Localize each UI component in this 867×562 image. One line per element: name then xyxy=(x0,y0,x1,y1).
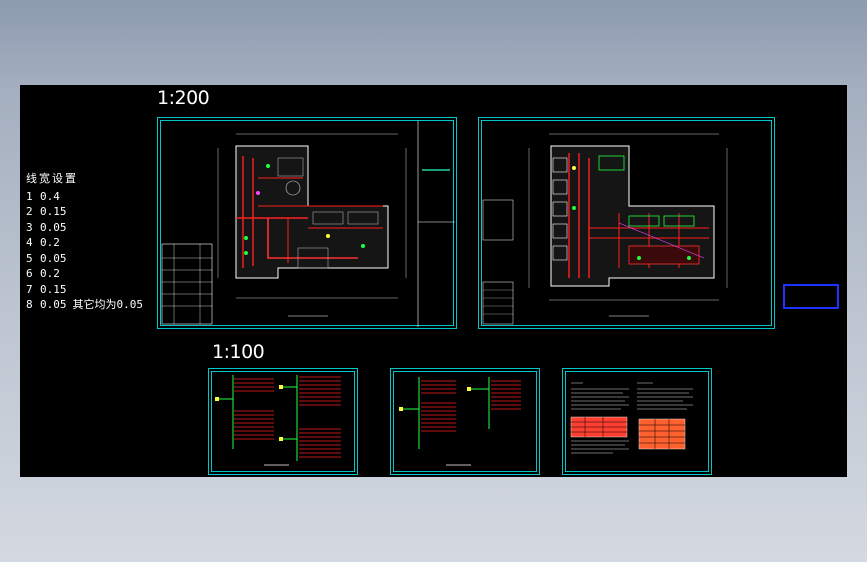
line-width-title: 线宽设置 xyxy=(26,172,78,185)
line-width-index: 5 xyxy=(26,251,33,265)
floor-plan-right-drawing xyxy=(482,133,728,325)
line-width-index: 3 xyxy=(26,220,33,234)
line-width-index: 6 xyxy=(26,267,33,280)
line-width-row: 8 0.05 其它均为0.05 xyxy=(26,297,143,313)
sheet-inner-frame xyxy=(481,120,772,326)
line-width-value: 0.15 xyxy=(40,282,67,296)
sheet-floor-plan-left[interactable] xyxy=(157,117,457,329)
line-width-value: 0.15 xyxy=(40,205,67,218)
sheet-inner-frame xyxy=(565,371,709,472)
system-diagram-2-drawing xyxy=(399,377,521,466)
line-width-value: 0.05 xyxy=(40,251,67,265)
sheet-system-diagram-2[interactable] xyxy=(390,368,540,475)
sheet-inner-frame xyxy=(211,371,355,472)
sheet-system-diagram-1[interactable] xyxy=(208,368,358,475)
line-width-index: 8 xyxy=(26,298,33,311)
sheet-inner-frame xyxy=(393,371,537,472)
line-width-value: 0.4 xyxy=(40,189,60,203)
scale-label-1-200: 1:200 xyxy=(157,87,210,109)
floor-plan-left-drawing xyxy=(161,121,455,327)
line-width-index: 7 xyxy=(26,282,33,296)
system-diagram-1-drawing xyxy=(215,375,341,466)
sheet-inner-frame xyxy=(160,120,454,326)
line-width-note: 其它均为0.05 xyxy=(72,298,144,311)
sheet-floor-plan-right[interactable] xyxy=(478,117,775,329)
line-width-value: 0.05 xyxy=(40,298,67,311)
line-width-value: 0.2 xyxy=(40,267,60,280)
design-notes-drawing xyxy=(570,382,693,454)
line-width-index: 4 xyxy=(26,236,33,249)
red-title-stamp xyxy=(783,284,839,309)
line-width-value: 0.2 xyxy=(40,236,60,249)
scale-label-1-100: 1:100 xyxy=(212,341,265,363)
line-width-value: 0.05 xyxy=(40,220,67,234)
line-width-index: 2 xyxy=(26,205,33,218)
line-width-index: 1 xyxy=(26,189,33,203)
sheet-design-notes[interactable] xyxy=(562,368,712,475)
